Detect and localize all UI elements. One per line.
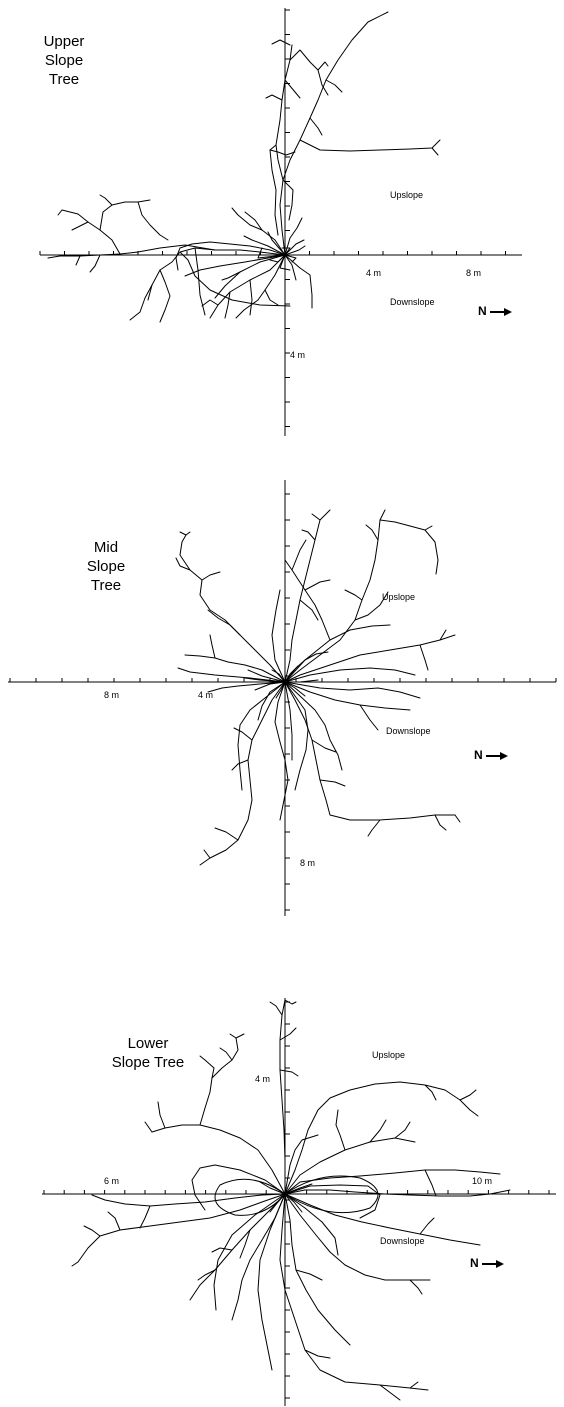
upper-root-system	[48, 12, 440, 322]
upper-slope-panel: Upper Slope Tree Upslope Downslope 4 m 8…	[0, 0, 564, 440]
upper-scale-y-4m: 4 m	[290, 350, 305, 360]
lower-scale-x-6m: 6 m	[104, 1176, 119, 1186]
upper-north-indicator: N	[478, 304, 512, 318]
upper-upslope-label: Upslope	[390, 190, 423, 200]
mid-slope-panel: Mid Slope Tree Upslope Downslope 8 m 4 m…	[0, 470, 564, 930]
lower-slope-root-map	[0, 990, 564, 1407]
mid-downslope-label: Downslope	[386, 726, 431, 736]
mid-north-label: N	[474, 748, 483, 762]
mid-scale-x-8m: 8 m	[104, 690, 119, 700]
north-arrow-icon	[482, 1259, 504, 1269]
upper-scale-x-8m: 8 m	[466, 268, 481, 278]
lower-scale-x-10m: 10 m	[472, 1176, 492, 1186]
mid-north-indicator: N	[474, 748, 508, 762]
north-arrow-icon	[486, 751, 508, 761]
upper-scale-x-4m: 4 m	[366, 268, 381, 278]
upper-downslope-label: Downslope	[390, 297, 435, 307]
mid-root-system	[176, 510, 460, 865]
lower-downslope-label: Downslope	[380, 1236, 425, 1246]
lower-north-indicator: N	[470, 1256, 504, 1270]
lower-upslope-label: Upslope	[372, 1050, 405, 1060]
north-arrow-icon	[490, 307, 512, 317]
upper-north-label: N	[478, 304, 487, 318]
upper-slope-title: Upper Slope Tree	[28, 32, 100, 89]
lower-slope-title: Lower Slope Tree	[96, 1034, 200, 1072]
mid-scale-y-8m: 8 m	[300, 858, 315, 868]
lower-north-label: N	[470, 1256, 479, 1270]
mid-slope-title: Mid Slope Tree	[70, 538, 142, 595]
lower-slope-panel: Lower Slope Tree Upslope Downslope 6 m 1…	[0, 990, 564, 1407]
lower-scale-y-4m: 4 m	[255, 1074, 270, 1084]
mid-upslope-label: Upslope	[382, 592, 415, 602]
mid-y-ticks	[285, 494, 290, 910]
mid-scale-x-4m: 4 m	[198, 690, 213, 700]
